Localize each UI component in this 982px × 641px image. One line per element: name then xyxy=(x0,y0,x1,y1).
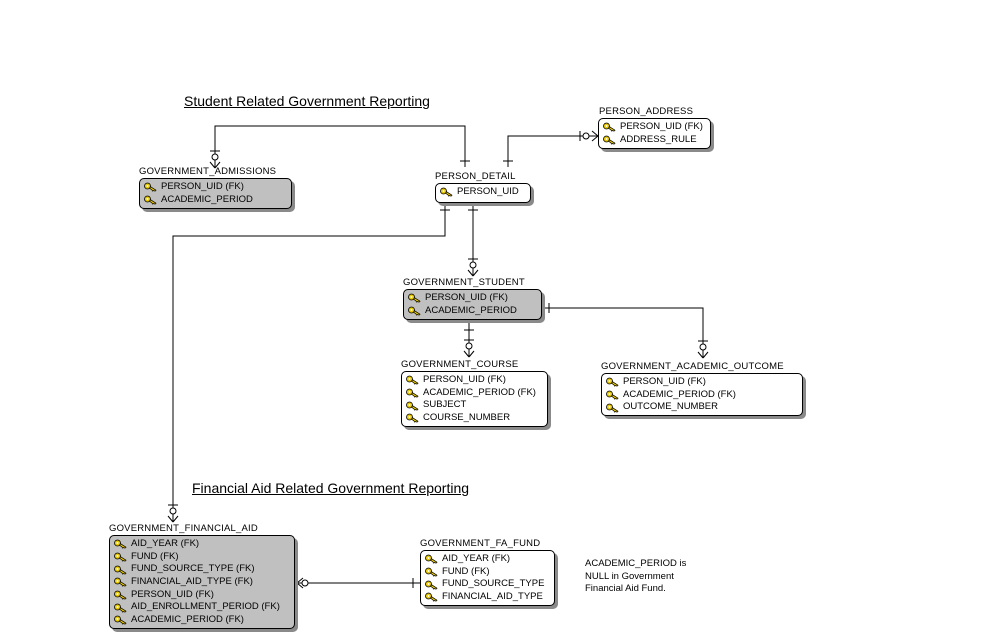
entity-attribute: AID_YEAR (FK) xyxy=(425,553,550,566)
attribute-label: AID_ENROLLMENT_PERIOD (FK) xyxy=(131,601,280,613)
key-icon xyxy=(603,135,616,145)
attribute-label: FINANCIAL_AID_TYPE (FK) xyxy=(131,576,253,588)
attribute-label: OUTCOME_NUMBER xyxy=(623,401,719,413)
entity-attribute: AID_ENROLLMENT_PERIOD (FK) xyxy=(114,601,290,614)
key-icon xyxy=(408,293,421,304)
government-admissions-title: GOVERNMENT_ADMISSIONS xyxy=(139,166,277,177)
key-icon xyxy=(606,390,619,400)
key-icon xyxy=(114,539,127,550)
attribute-label: FUND_SOURCE_TYPE (FK) xyxy=(131,563,255,575)
attribute-label: PERSON_UID xyxy=(457,186,519,197)
financial-aid-reporting-heading: Financial Aid Related Government Reporti… xyxy=(192,480,470,496)
key-icon xyxy=(114,577,127,588)
entity-attribute: FUND_SOURCE_TYPE xyxy=(425,578,550,591)
key-icon xyxy=(425,580,438,590)
government-academic-outcome-entity[interactable]: PERSON_UID (FK)ACADEMIC_PERIOD (FK)OUTCO… xyxy=(601,373,803,416)
key-icon xyxy=(114,590,127,600)
government-academic-outcome-title: GOVERNMENT_ACADEMIC_OUTCOME xyxy=(601,361,784,372)
government-course-title: GOVERNMENT_COURSE xyxy=(401,359,519,370)
entity-attribute: PERSON_UID (FK) xyxy=(408,292,537,305)
key-icon xyxy=(606,377,619,388)
attribute-label: FUND_SOURCE_TYPE xyxy=(442,578,545,590)
key-icon xyxy=(406,388,419,398)
person-address-entity[interactable]: PERSON_UID (FK)ADDRESS_RULE xyxy=(598,118,711,149)
attribute-label: ADDRESS_RULE xyxy=(620,133,697,145)
attribute-label: PERSON_UID (FK) xyxy=(131,588,214,600)
entity-attribute: FUND (FK) xyxy=(114,551,290,564)
person-address-title: PERSON_ADDRESS xyxy=(599,106,694,117)
person-detail-title: PERSON_DETAIL xyxy=(435,171,516,182)
key-icon xyxy=(114,552,127,562)
key-icon xyxy=(440,187,453,198)
rel-detail-admissions xyxy=(214,125,466,168)
government-course-entity[interactable]: PERSON_UID (FK)ACADEMIC_PERIOD (FK)SUBJE… xyxy=(401,371,548,427)
government-financial-aid-entity[interactable]: AID_YEAR (FK)FUND (FK)FUND_SOURCE_TYPE (… xyxy=(109,535,295,629)
entity-attribute: SUBJECT xyxy=(406,399,543,412)
entity-attribute: PERSON_UID (FK) xyxy=(606,376,798,389)
entity-attribute: ACADEMIC_PERIOD (FK) xyxy=(114,614,290,627)
attribute-label: ACADEMIC_PERIOD (FK) xyxy=(423,386,536,398)
entity-attribute: FUND (FK) xyxy=(425,566,550,579)
entity-attribute: PERSON_UID (FK) xyxy=(406,374,543,387)
attribute-label: COURSE_NUMBER xyxy=(423,412,511,424)
key-icon xyxy=(114,603,127,613)
attribute-label: AID_YEAR (FK) xyxy=(131,538,200,549)
government-student-title: GOVERNMENT_STUDENT xyxy=(403,277,525,288)
key-icon xyxy=(114,565,127,575)
entity-attribute: COURSE_NUMBER xyxy=(406,412,543,425)
rel-detail-address xyxy=(507,135,598,167)
attribute-label: ACADEMIC_PERIOD xyxy=(425,304,517,316)
attribute-label: ACADEMIC_PERIOD xyxy=(161,193,253,205)
government-student-entity[interactable]: PERSON_UID (FK)ACADEMIC_PERIOD xyxy=(403,289,542,320)
attribute-label: PERSON_UID (FK) xyxy=(620,121,703,132)
government-fa-fund-title: GOVERNMENT_FA_FUND xyxy=(420,538,541,549)
key-icon xyxy=(144,195,157,205)
attribute-label: ACADEMIC_PERIOD (FK) xyxy=(131,614,244,626)
entity-attribute: ACADEMIC_PERIOD (FK) xyxy=(606,389,798,402)
entity-attribute: ACADEMIC_PERIOD xyxy=(408,305,537,318)
entity-attribute: ACADEMIC_PERIOD xyxy=(144,194,287,207)
rel-student-outcome xyxy=(543,307,704,358)
entity-attribute: ADDRESS_RULE xyxy=(603,134,706,147)
academic-period-note: ACADEMIC_PERIOD is NULL in Government Fi… xyxy=(585,558,687,594)
entity-attribute: PERSON_UID (FK) xyxy=(114,589,290,602)
key-icon xyxy=(406,375,419,386)
attribute-label: PERSON_UID (FK) xyxy=(423,374,506,385)
attribute-label: AID_YEAR (FK) xyxy=(442,553,511,564)
attribute-label: ACADEMIC_PERIOD (FK) xyxy=(623,388,736,400)
entity-attribute: PERSON_UID (FK) xyxy=(144,181,287,194)
key-icon xyxy=(408,306,421,316)
person-detail-entity[interactable]: PERSON_UID xyxy=(435,183,531,203)
entity-attribute: FINANCIAL_AID_TYPE (FK) xyxy=(114,576,290,589)
attribute-label: FUND (FK) xyxy=(442,565,490,577)
government-financial-aid-title: GOVERNMENT_FINANCIAL_AID xyxy=(109,523,258,534)
attribute-label: PERSON_UID (FK) xyxy=(161,181,244,192)
key-icon xyxy=(425,554,438,565)
key-icon xyxy=(425,592,438,603)
key-icon xyxy=(114,615,127,626)
attribute-label: PERSON_UID (FK) xyxy=(425,292,508,303)
key-icon xyxy=(603,122,616,133)
entity-attribute: PERSON_UID (FK) xyxy=(603,121,706,134)
attribute-label: PERSON_UID (FK) xyxy=(623,376,706,387)
entity-attribute: FUND_SOURCE_TYPE (FK) xyxy=(114,563,290,576)
entity-attribute: PERSON_UID xyxy=(440,186,526,199)
key-icon xyxy=(425,567,438,577)
key-icon xyxy=(144,182,157,193)
attribute-label: FINANCIAL_AID_TYPE xyxy=(442,591,543,603)
government-admissions-entity[interactable]: PERSON_UID (FK)ACADEMIC_PERIOD xyxy=(139,178,292,209)
attribute-label: SUBJECT xyxy=(423,399,467,411)
entity-attribute: AID_YEAR (FK) xyxy=(114,538,290,551)
entity-attribute: FINANCIAL_AID_TYPE xyxy=(425,591,550,604)
entity-attribute: ACADEMIC_PERIOD (FK) xyxy=(406,387,543,400)
key-icon xyxy=(406,401,419,411)
entity-attribute: OUTCOME_NUMBER xyxy=(606,401,798,414)
student-reporting-heading: Student Related Government Reporting xyxy=(184,93,430,109)
key-icon xyxy=(406,413,419,424)
attribute-label: FUND (FK) xyxy=(131,550,179,562)
rel-detail-financial-aid xyxy=(172,203,446,522)
key-icon xyxy=(606,403,619,413)
